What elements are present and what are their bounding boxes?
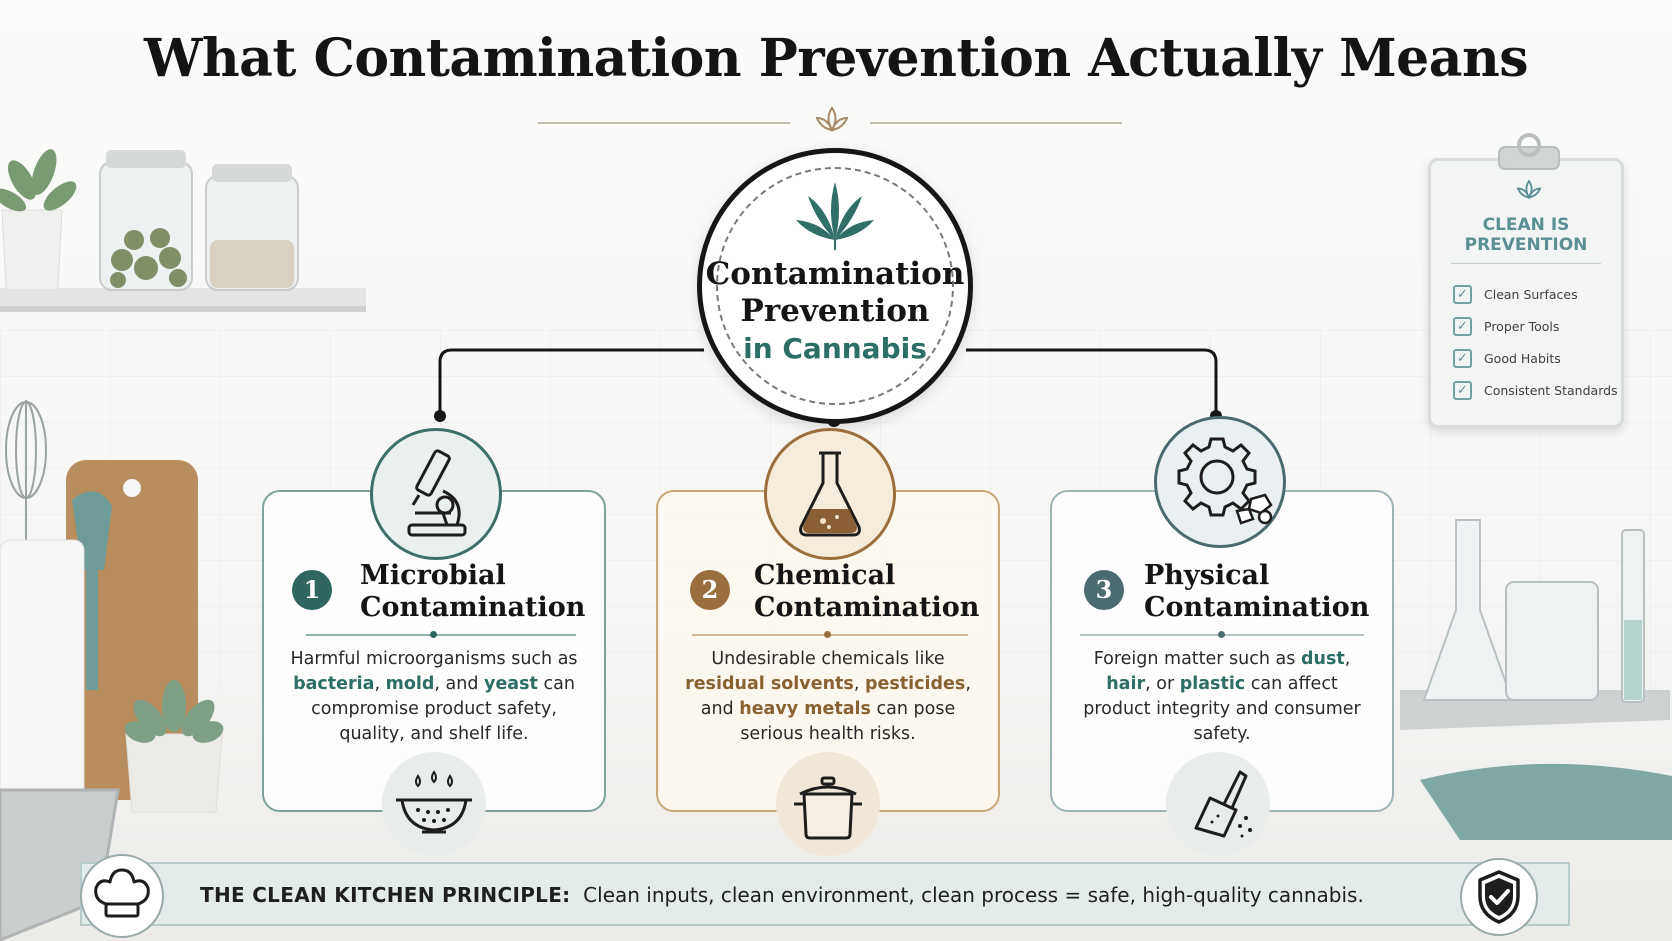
- dustpan-icon: [1194, 770, 1252, 838]
- gear-icon: [1177, 437, 1273, 525]
- card-title-line1: Physical: [1144, 560, 1270, 591]
- cooking-pot-icon: [794, 776, 862, 840]
- card-description: Foreign matter such as dust, hair, or pl…: [1083, 649, 1361, 744]
- card-divider: [306, 634, 576, 636]
- card-number-badge: 1: [292, 570, 332, 610]
- kitchen-props-left: [0, 149, 366, 941]
- card-title-line1: Chemical: [754, 560, 896, 591]
- clipboard-divider: [1451, 263, 1601, 264]
- card-description: Undesirable chemicals like residual solv…: [685, 649, 971, 744]
- clipboard-clip-icon: [1498, 133, 1560, 170]
- colander-icon: [396, 770, 472, 834]
- gear-icon-badge: [1154, 416, 1286, 548]
- card-title-line1: Microbial: [360, 560, 506, 591]
- hub-title-line1: Contamination: [705, 256, 965, 292]
- hub-dashed-ring: [716, 167, 954, 405]
- hub-title-line2: Prevention: [740, 293, 930, 329]
- checkbox-checked-icon: ✓: [1453, 380, 1472, 400]
- checkbox-checked-icon: ✓: [1453, 348, 1472, 368]
- checklist-item: ✓Consistent Standards: [1453, 379, 1618, 401]
- divider-dot: [430, 631, 437, 638]
- card-title-line2: Contamination: [754, 592, 980, 623]
- title-ornament-line-right: [870, 122, 1122, 124]
- card-number-badge: 2: [690, 570, 730, 610]
- card-title-line2: Contamination: [360, 592, 586, 623]
- shield-check-icon-badge: [1460, 858, 1538, 936]
- microscope-icon: [407, 449, 467, 537]
- checkbox-checked-icon: ✓: [1453, 316, 1472, 336]
- principle-banner: [80, 862, 1570, 926]
- flask-icon: [799, 451, 861, 537]
- flask-icon-badge: [764, 428, 896, 560]
- dustpan-icon-badge: [1166, 752, 1270, 856]
- checklist-item: ✓Proper Tools: [1453, 315, 1559, 337]
- shield-check-icon: [1478, 870, 1520, 924]
- divider-dot: [1218, 631, 1225, 638]
- card-title-line2: Contamination: [1144, 592, 1370, 623]
- cannabis-leaf-icon: [796, 182, 874, 250]
- title-ornament-line-left: [538, 122, 790, 124]
- checkbox-checked-icon: ✓: [1453, 284, 1472, 304]
- clipboard-leaf-icon: [1516, 179, 1542, 200]
- colander-icon-badge: [382, 752, 486, 856]
- hub-subtitle: in Cannabis: [743, 332, 927, 365]
- page-title: What Contamination Prevention Actually M…: [143, 28, 1529, 89]
- microscope-icon-badge: [370, 428, 502, 560]
- card-description: Harmful microorganisms such as bacteria,…: [290, 649, 578, 744]
- chef-hat-icon-badge: [80, 854, 164, 938]
- card-number-badge: 3: [1084, 570, 1124, 610]
- leaf-ornament-icon: [815, 106, 849, 132]
- principle-statement: THE CLEAN KITCHEN PRINCIPLE: Clean input…: [200, 883, 1364, 907]
- chef-hat-icon: [94, 868, 150, 918]
- divider-dot: [824, 631, 831, 638]
- cooking-pot-icon-badge: [776, 752, 880, 856]
- checklist-item: ✓Good Habits: [1453, 347, 1561, 369]
- checklist-item: ✓Clean Surfaces: [1453, 283, 1578, 305]
- lab-glassware-right: [1400, 519, 1672, 840]
